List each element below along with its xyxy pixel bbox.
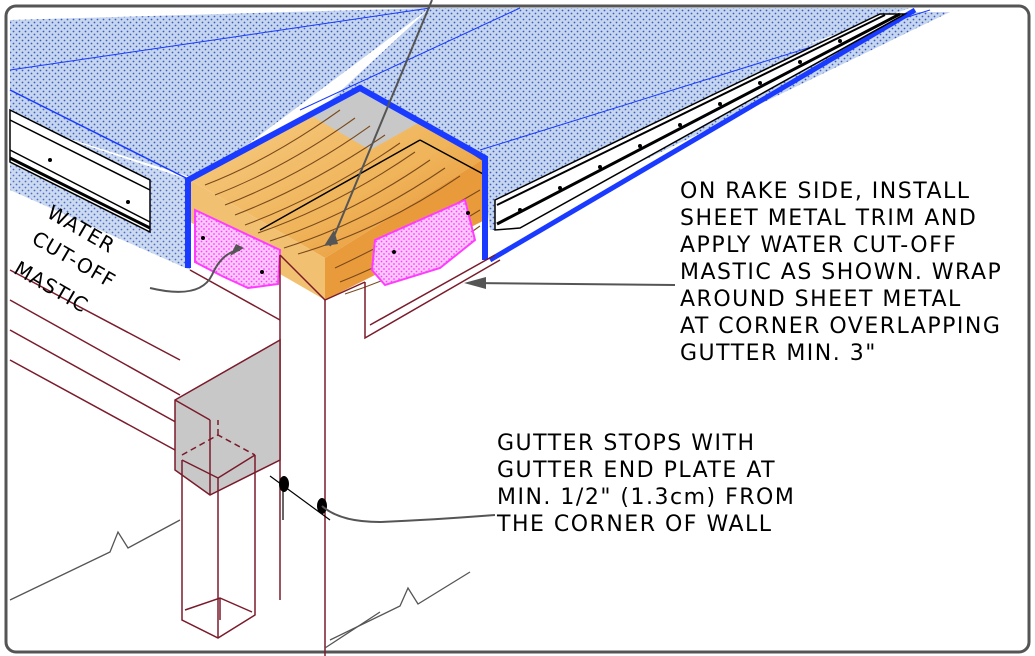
- left-sheet-metal-trim: [9, 108, 151, 234]
- mastic-leader-arrowhead: [230, 244, 244, 256]
- top-roof-membrane: [320, 8, 910, 160]
- timber-block-top: [190, 88, 485, 258]
- wall-outline: [9, 254, 501, 656]
- mastic-leader: [149, 249, 241, 293]
- drawing-border: [4, 4, 1031, 654]
- rake-note-leader: [469, 282, 676, 286]
- top-leader: [329, 0, 433, 247]
- membrane-wrap-outline: [185, 84, 488, 268]
- downspout: [181, 420, 256, 639]
- gutter-note-leader: [321, 505, 496, 524]
- mastic-patch-right: [370, 198, 477, 287]
- trim-fasteners: [518, 39, 842, 212]
- gutter-end-plate-markers: [269, 475, 331, 521]
- rake-side-note: ON RAKE SIDE, INSTALL SHEET METAL TRIM A…: [680, 179, 1003, 366]
- rake-note-arrowhead: [464, 277, 486, 289]
- gutter-stop-note: GUTTER STOPS WITH GUTTER END PLATE AT MI…: [497, 431, 796, 537]
- timber-spacer: [310, 90, 420, 150]
- right-sheet-metal-trim: [494, 13, 908, 231]
- leader-lines: [149, 0, 676, 524]
- left-roof-membrane: [10, 8, 430, 180]
- top-leader-arrowhead: [324, 230, 338, 246]
- break-lines: [9, 519, 471, 649]
